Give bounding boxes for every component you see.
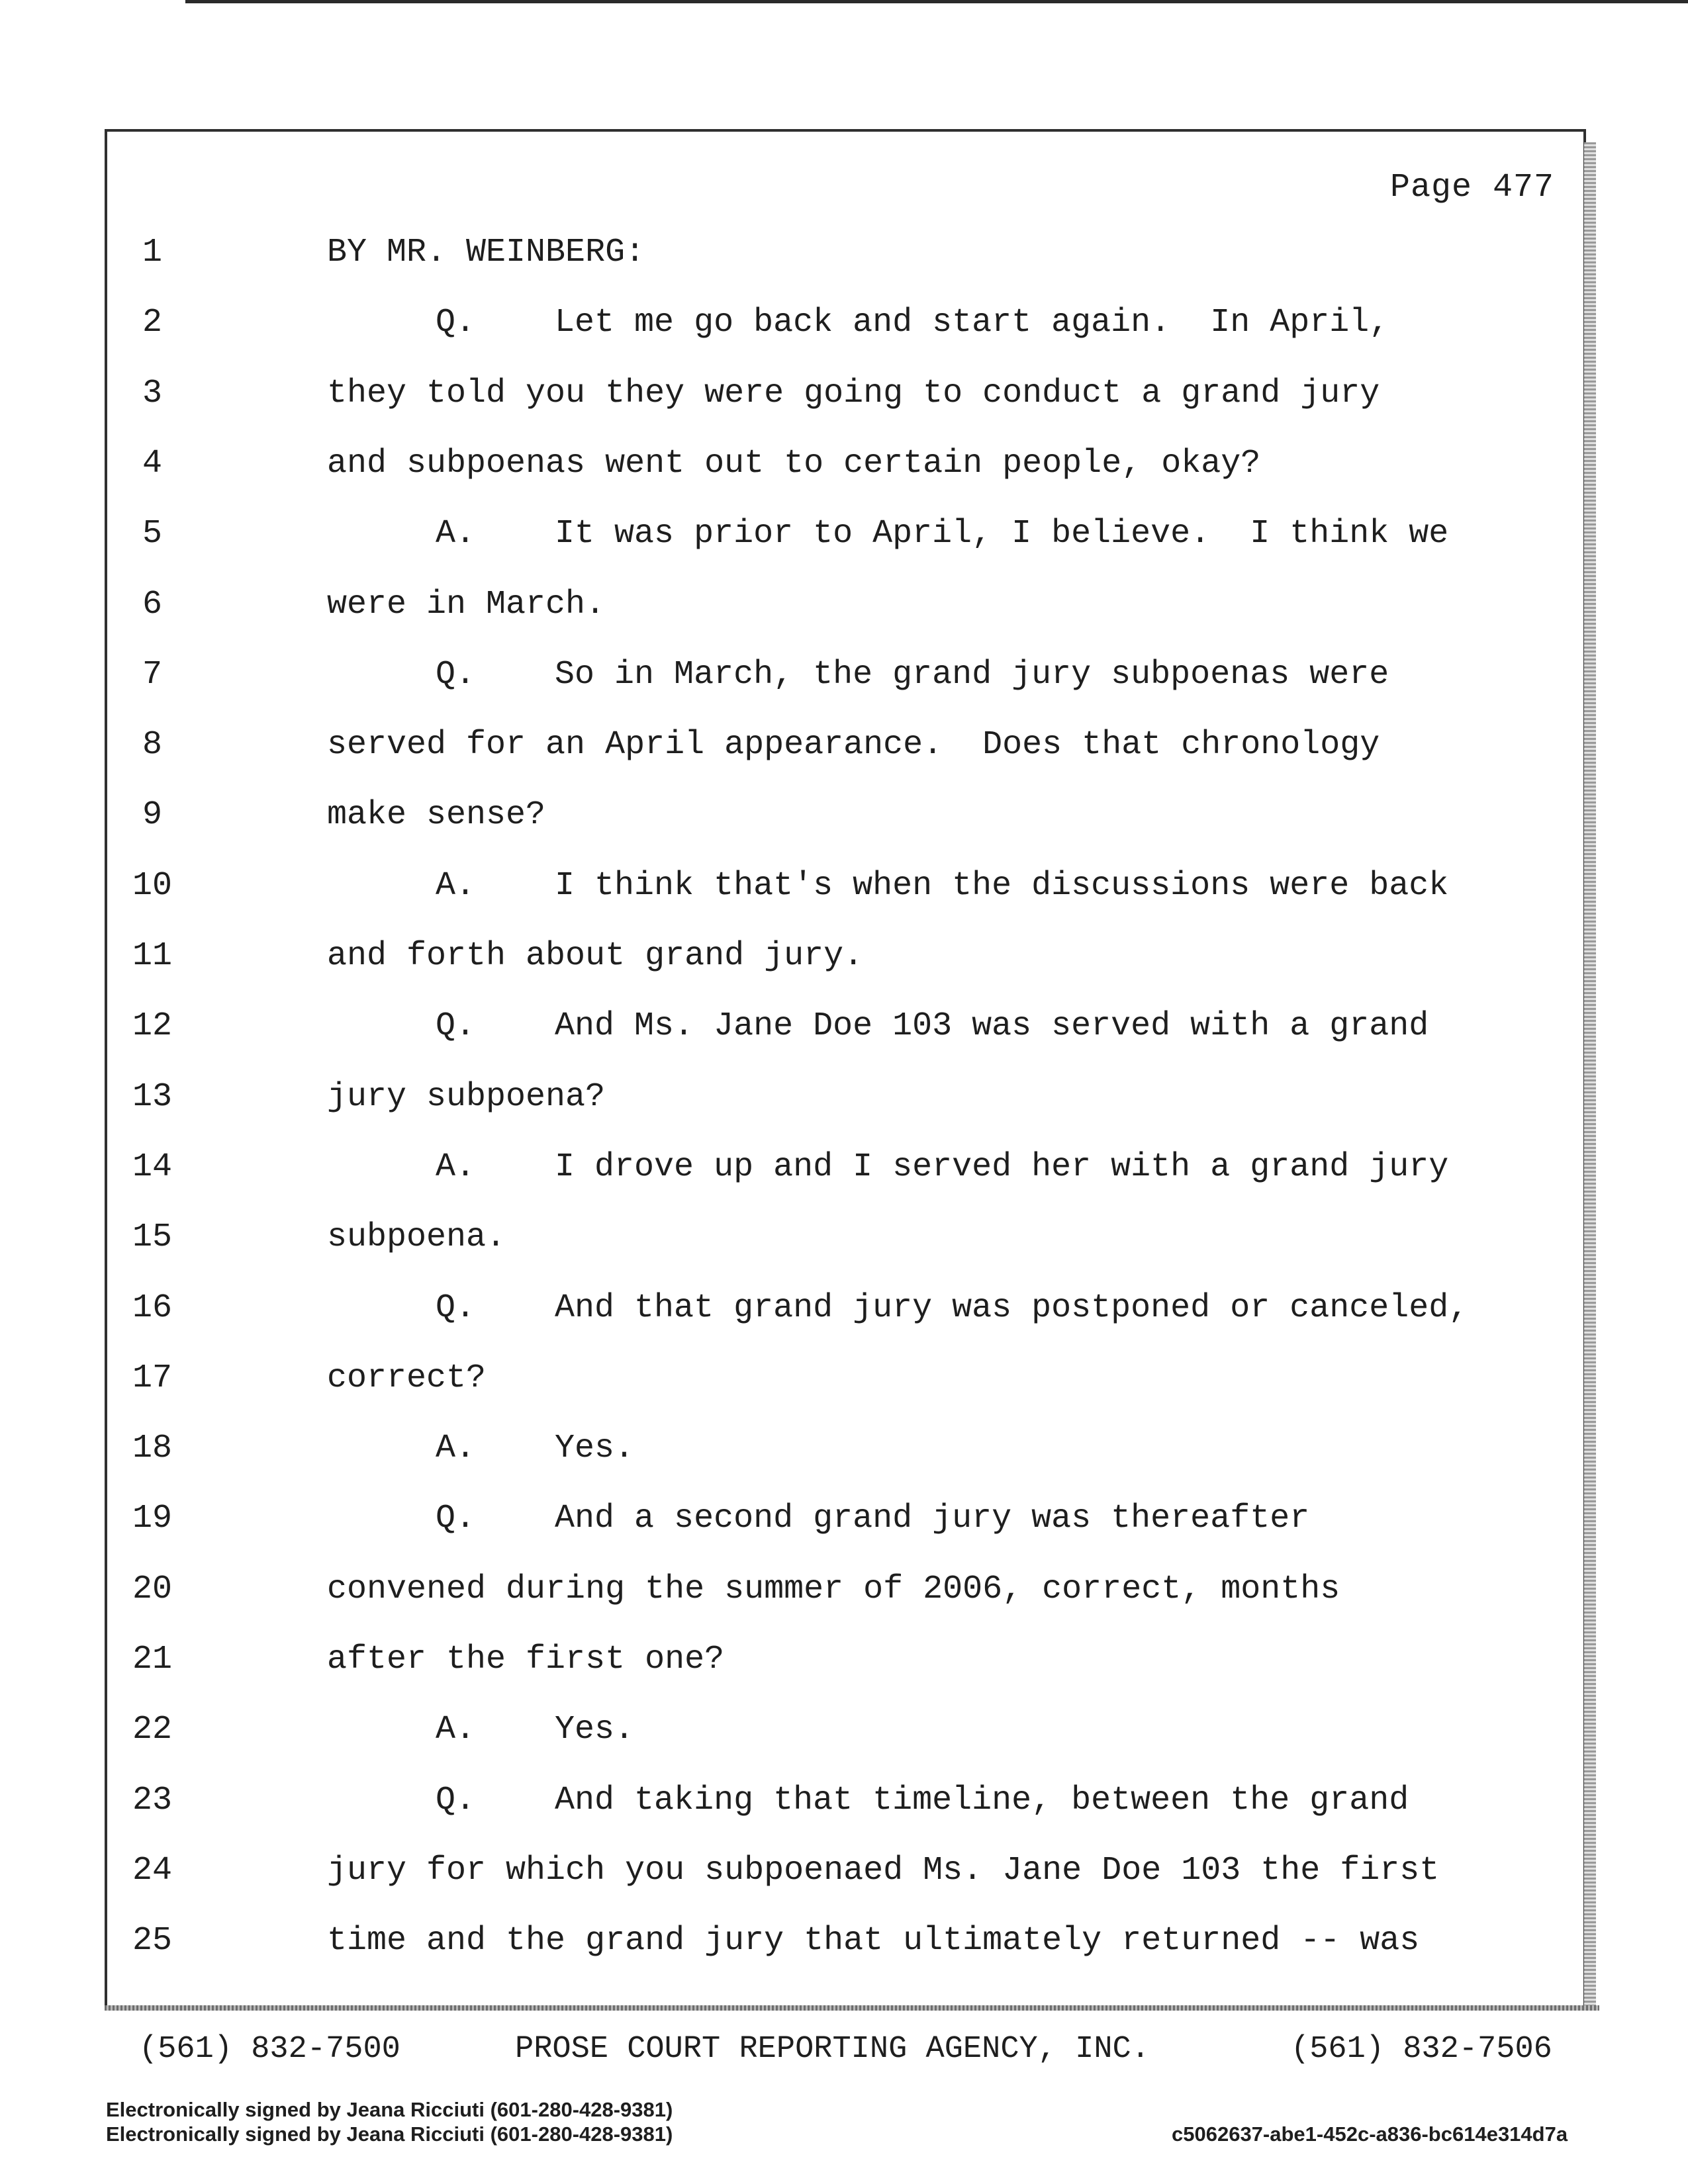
line-number: 1 [142, 234, 162, 271]
transcript-line: 10 A. I think that's when the discussions… [0, 860, 1688, 913]
line-text: and forth about grand jury. [327, 937, 864, 975]
line-text: Q. So in March, the grand jury subpoenas… [436, 656, 1389, 694]
line-text: A. I think that's when the discussions w… [436, 867, 1449, 905]
transcript-line: 5 A. It was prior to April, I believe. I … [0, 508, 1688, 561]
transcript-line: 4 and subpoenas went out to certain peopl… [0, 437, 1688, 490]
signature-line-1: Electronically signed by Jeana Ricciuti … [106, 2098, 673, 2121]
line-text: Q. And that grand jury was postponed or … [436, 1289, 1469, 1327]
transcript-line: 19 Q. And a second grand jury was thereaf… [0, 1492, 1688, 1545]
line-number: 15 [132, 1218, 172, 1256]
line-text: A. Yes. [436, 1430, 635, 1467]
transcript-line: 14 A. I drove up and I served her with a … [0, 1141, 1688, 1194]
line-number: 24 [132, 1852, 172, 1889]
line-text: time and the grand jury that ultimately … [327, 1922, 1420, 1960]
line-text: served for an April appearance. Does tha… [327, 726, 1380, 764]
line-number: 11 [132, 937, 172, 975]
transcript-line: 7 Q. So in March, the grand jury subpoena… [0, 649, 1688, 702]
transcript-line: 16 Q. And that grand jury was postponed o… [0, 1282, 1688, 1335]
line-text: after the first one? [327, 1641, 725, 1678]
line-text: jury for which you subpoenaed Ms. Jane D… [327, 1852, 1440, 1889]
document-id: c5062637-abe1-452c-a836-bc614e314d7a [1172, 2122, 1568, 2146]
line-number: 16 [132, 1289, 172, 1327]
transcript-line: 15 subpoena. [0, 1211, 1688, 1264]
transcript-line: 11 and forth about grand jury. [0, 930, 1688, 983]
transcript-line: 24 jury for which you subpoenaed Ms. Jane… [0, 1844, 1688, 1897]
line-number: 21 [132, 1641, 172, 1678]
transcript-line: 12 Q. And Ms. Jane Doe 103 was served wit… [0, 1000, 1688, 1053]
line-text: Q. And a second grand jury was thereafte… [436, 1500, 1310, 1537]
transcript-line: 20 convened during the summer of 2006, co… [0, 1563, 1688, 1616]
footer-phone-left: (561) 832-7500 [139, 2032, 400, 2067]
transcript-line: 22 A. Yes. [0, 1704, 1688, 1756]
transcript-line: 3 they told you they were going to conduc… [0, 367, 1688, 420]
footer-phone-right: (561) 832-7506 [1291, 2032, 1552, 2067]
line-number: 4 [142, 445, 162, 482]
line-number: 20 [132, 1570, 172, 1608]
line-number: 7 [142, 656, 162, 694]
transcript-line: 6 were in March. [0, 578, 1688, 631]
line-text: correct? [327, 1359, 487, 1397]
line-text: and subpoenas went out to certain people… [327, 445, 1261, 482]
footer-agency-name: PROSE COURT REPORTING AGENCY, INC. [515, 2032, 1150, 2067]
line-number: 6 [142, 586, 162, 623]
line-text: A. Yes. [436, 1711, 635, 1749]
transcript-line: 18 A. Yes. [0, 1422, 1688, 1475]
line-number: 18 [132, 1430, 172, 1467]
line-number: 13 [132, 1078, 172, 1116]
line-number: 2 [142, 304, 162, 341]
line-number: 9 [142, 796, 162, 834]
line-text: were in March. [327, 586, 606, 623]
frame-right-edge [1584, 142, 1596, 2005]
line-text: BY MR. WEINBERG: [327, 234, 645, 271]
transcript-line: 13 jury subpoena? [0, 1071, 1688, 1124]
line-number: 8 [142, 726, 162, 764]
line-number: 22 [132, 1711, 172, 1749]
line-text: Q. And Ms. Jane Doe 103 was served with … [436, 1007, 1429, 1045]
transcript-line: 17 correct? [0, 1352, 1688, 1405]
line-text: jury subpoena? [327, 1078, 606, 1116]
line-number: 5 [142, 515, 162, 553]
transcript-line: 23 Q. And taking that timeline, between t… [0, 1774, 1688, 1827]
line-number: 25 [132, 1922, 172, 1960]
transcript-line: 25 time and the grand jury that ultimatel… [0, 1915, 1688, 1968]
frame-bottom-edge [105, 2005, 1599, 2011]
line-text: Q. And taking that timeline, between the… [436, 1782, 1409, 1819]
line-number: 17 [132, 1359, 172, 1397]
line-text: they told you they were going to conduct… [327, 375, 1380, 412]
top-border-rule [185, 0, 1688, 3]
transcript-line: 8 served for an April appearance. Does th… [0, 719, 1688, 772]
transcript-line: 21 after the first one? [0, 1633, 1688, 1686]
transcript-line: 2 Q. Let me go back and start again. In A… [0, 296, 1688, 349]
transcript-line: 1 BY MR. WEINBERG: [0, 226, 1688, 279]
line-number: 14 [132, 1148, 172, 1186]
line-number: 19 [132, 1500, 172, 1537]
page-number: Page 477 [1390, 169, 1555, 206]
line-text: make sense? [327, 796, 546, 834]
line-text: Q. Let me go back and start again. In Ap… [436, 304, 1389, 341]
line-text: A. It was prior to April, I believe. I t… [436, 515, 1449, 553]
line-text: convened during the summer of 2006, corr… [327, 1570, 1340, 1608]
line-number: 10 [132, 867, 172, 905]
line-text: A. I drove up and I served her with a gr… [436, 1148, 1449, 1186]
line-number: 23 [132, 1782, 172, 1819]
transcript-line: 9 make sense? [0, 789, 1688, 842]
signature-line-2: Electronically signed by Jeana Ricciuti … [106, 2122, 673, 2146]
line-number: 12 [132, 1007, 172, 1045]
line-number: 3 [142, 375, 162, 412]
line-text: subpoena. [327, 1218, 506, 1256]
